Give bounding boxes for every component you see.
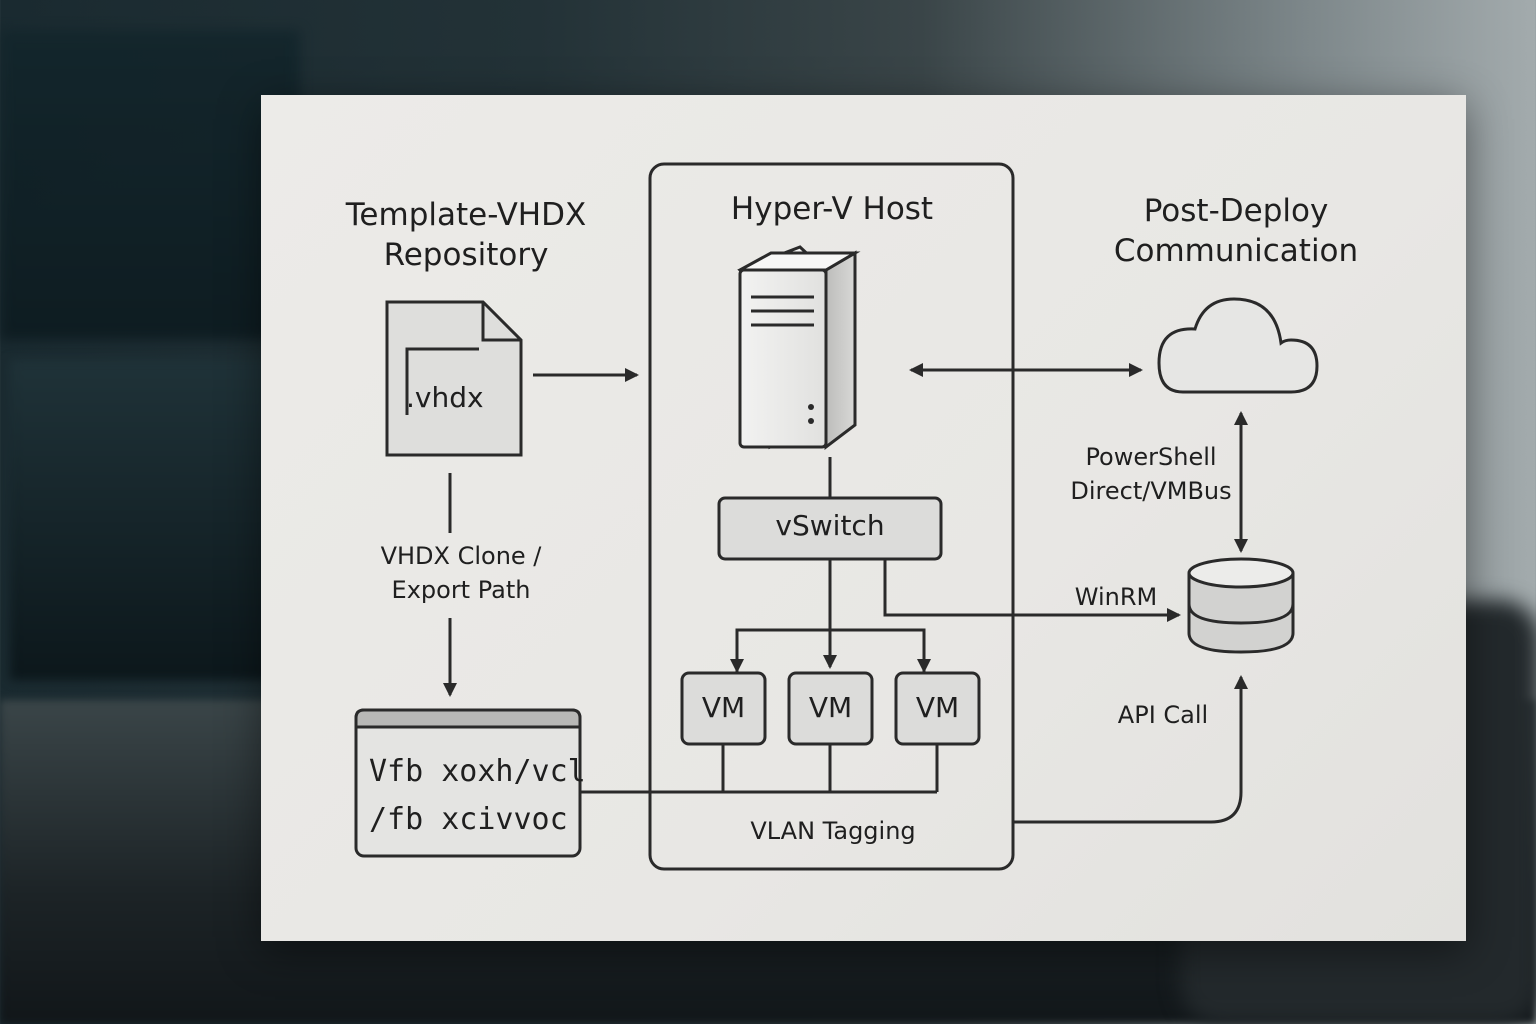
cloud-icon [1157,297,1319,394]
repository-title-line2: Repository [383,237,549,273]
vhdx-file-icon [385,300,523,457]
comms-title-line1: Post-Deploy [1143,193,1329,229]
server-tower-icon [737,245,861,451]
powershell-label-line1: PowerShell [1085,443,1217,471]
export-path-window [354,708,582,858]
background-monitor-secondary [10,360,280,680]
vm-label-3: VM [915,691,960,724]
vswitch-label: vSwitch [775,509,885,542]
vlan-tagging-label: VLAN Tagging [750,817,916,845]
diagram-board: Template-VHDX Repository .vhdx VHDX Clon… [261,95,1466,941]
hyperv-host-title: Hyper-V Host [730,191,934,227]
vm-label-1: VM [701,691,746,724]
winrm-label: WinRM [1074,583,1158,611]
diagram-canvas [354,162,1319,871]
vm-label-2: VM [808,691,853,724]
export-path-line1: Vfb xoxh/vcl [369,754,586,789]
background-monitor [0,30,300,340]
powershell-label-line2: Direct/VMBus [1070,477,1232,505]
vhdx-file-label: .vhdx [406,381,484,414]
clone-label-line1: VHDX Clone / [380,542,542,570]
arrow-api-call [1013,675,1248,824]
comms-title-line2: Communication [1113,233,1359,269]
clone-label-line2: Export Path [391,576,531,604]
database-icon [1187,557,1295,654]
arrow-vswitch-to-database [883,559,1181,622]
vlan-bus [580,744,939,794]
repository-title-line1: Template-VHDX [345,197,587,233]
line-vm-branch [735,628,926,673]
export-path-line2: /fb xcivvoc [369,802,568,837]
hyperv-host-container [648,162,1015,871]
api-call-label: API Call [1117,701,1209,729]
